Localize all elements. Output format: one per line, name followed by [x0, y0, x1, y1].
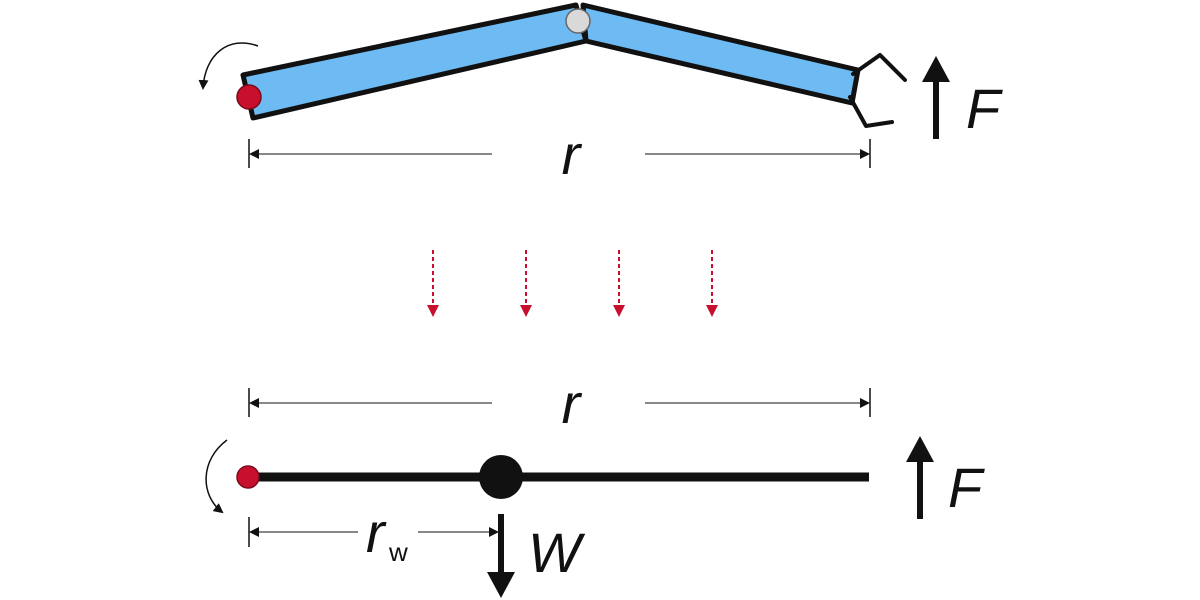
top-length-label: r: [562, 123, 583, 186]
top-force-arrow: [922, 56, 950, 139]
simplified-lever: [205, 439, 869, 514]
shoulder-pivot: [236, 84, 262, 110]
lever-pivot: [236, 465, 260, 489]
elbow-joint: [565, 8, 591, 34]
gripper-icon: [848, 53, 907, 128]
top-force-label: F: [966, 77, 1003, 140]
robot-arm: [198, 2, 907, 128]
rotation-arrow-icon: [205, 439, 228, 514]
bottom-length-label: r: [562, 372, 583, 435]
upper-arm-link: [240, 2, 589, 121]
weight-distance-subscript: w: [388, 537, 408, 567]
weight-distance-label: r: [366, 501, 387, 564]
center-of-mass: [479, 455, 523, 499]
bottom-force-label: F: [948, 456, 985, 519]
forearm-link: [580, 2, 861, 106]
weight-arrow: [487, 514, 515, 598]
bottom-length-dimension: [248, 388, 871, 417]
weight-label: W: [528, 521, 586, 584]
rotation-arrow-icon: [198, 42, 259, 90]
bottom-force-arrow: [906, 436, 934, 519]
weight-distance-dimension: [248, 517, 499, 547]
transition-arrows: [427, 250, 718, 317]
top-length-dimension: [248, 139, 871, 168]
